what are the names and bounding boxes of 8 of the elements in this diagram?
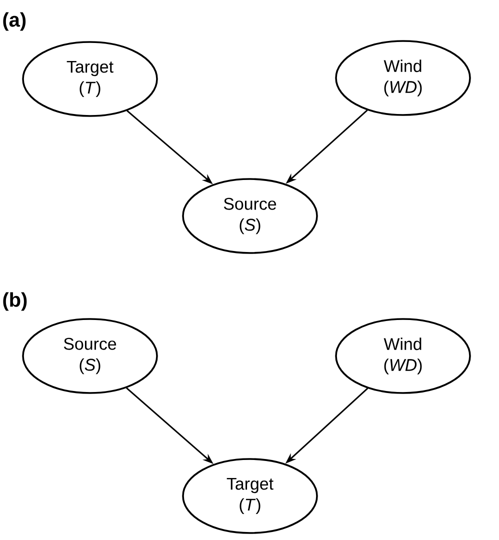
ellipse-node: Source (S)	[182, 178, 318, 254]
ellipse-node: Wind (WD)	[335, 40, 471, 116]
panel-label: (a)	[3, 12, 26, 31]
ellipse-node: Target (T)	[22, 41, 158, 117]
ellipse-node: Source (S)	[22, 318, 158, 394]
ellipse-node: Target (T)	[182, 458, 318, 534]
ellipse-node: Wind (WD)	[335, 318, 471, 394]
panel-label: (b)	[3, 292, 27, 311]
